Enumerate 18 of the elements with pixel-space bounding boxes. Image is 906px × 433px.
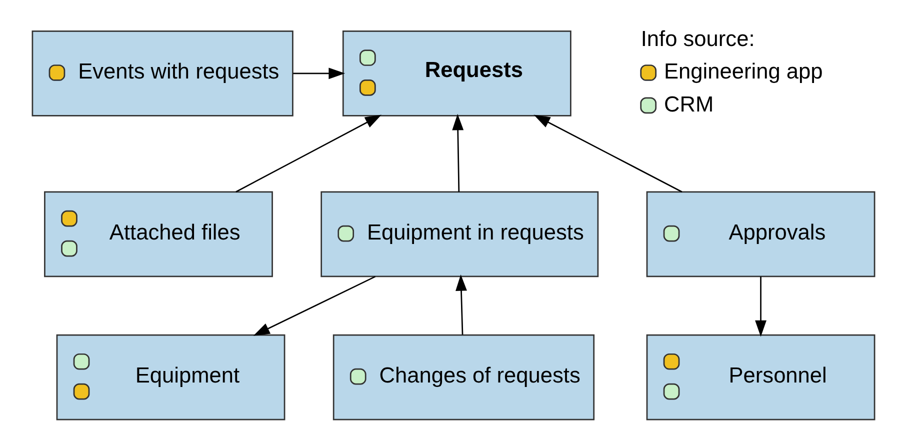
node-box: Changes of requests [332, 334, 594, 420]
node-box: Equipment [56, 334, 285, 420]
legend-label: CRM [664, 91, 714, 116]
arrow [452, 114, 464, 192]
node-box: Equipment in requests [320, 191, 598, 278]
node-box: Attached files [44, 191, 272, 278]
arrow [235, 114, 381, 192]
arrow [455, 274, 466, 335]
arrow [292, 68, 345, 80]
arrow [533, 114, 682, 192]
node-box: Approvals [646, 191, 875, 278]
arrow [252, 276, 376, 336]
legend-label: Engineering app [664, 58, 822, 84]
node-box: Requests [342, 30, 571, 116]
node-box: Events with requests [31, 30, 293, 116]
arrow [754, 276, 766, 337]
label: Info source: [640, 26, 754, 51]
node-box: Personnel [646, 334, 875, 420]
